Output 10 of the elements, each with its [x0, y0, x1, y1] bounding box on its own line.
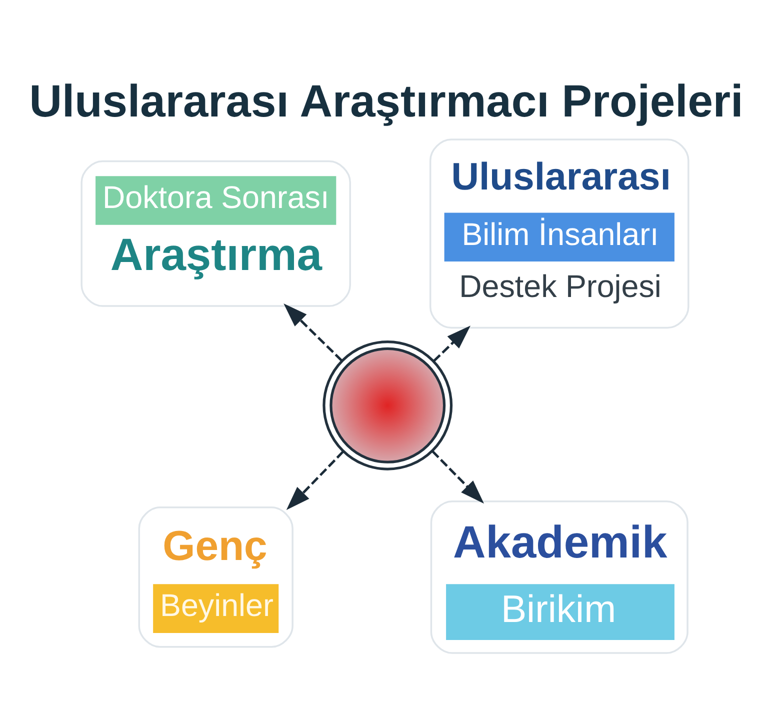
node-box: Genç Beyinler	[138, 506, 294, 648]
arrow	[432, 326, 470, 362]
arrow	[431, 450, 484, 504]
node-box: Akademik Birikim	[430, 500, 688, 654]
node-box: Doktora Sonrası Araştırma	[80, 160, 351, 307]
node-picture	[322, 340, 453, 470]
arrow	[286, 450, 344, 510]
node-box: Uluslararası Bilim İnsanları Destek Projesi	[429, 138, 690, 329]
diagram-title: Uluslararası Araştırmacı Projeleri	[29, 75, 744, 126]
arrow	[284, 303, 343, 362]
